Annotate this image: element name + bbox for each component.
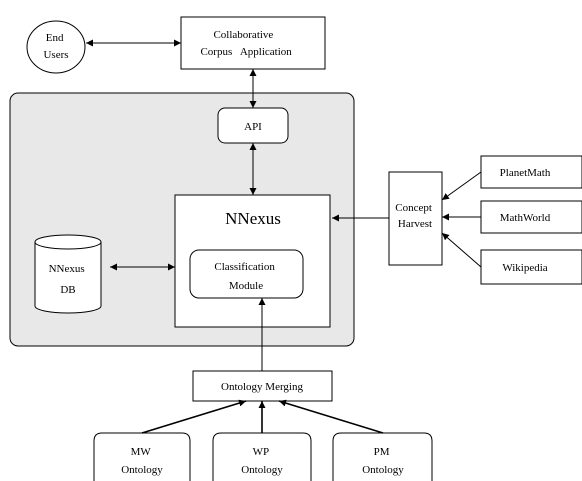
db-label-2: DB (60, 284, 75, 296)
wp-ontology-label-2: Ontology (241, 464, 283, 476)
svg-text:MW Ontology: MW Ontology (121, 446, 163, 476)
svg-text:NNexus DB: NNexus DB (49, 263, 88, 296)
classification-module-node: Classification Module (189, 249, 304, 299)
api-label: API (244, 121, 262, 133)
end-users-label-2: Users (43, 49, 68, 61)
collab-label-1: Collaborative (213, 29, 273, 41)
ontology-merging-label: Ontology Merging (221, 381, 303, 393)
svg-text:WP Ontology: WP Ontology (241, 446, 283, 476)
concept-label-2: Harvest (398, 218, 432, 230)
nnexus-label: NNexus (225, 209, 281, 228)
arrow-pm-merging (278, 399, 384, 434)
classification-label-2: Module (229, 280, 263, 292)
svg-text:PM Ontology: PM Ontology (362, 446, 404, 476)
collaborative-corpus-application-node: Collaborative Corpus Application (0, 0, 326, 70)
mathworld-node: MathWorld (480, 200, 582, 234)
svg-text:Concept Harvest: Concept Harvest (395, 202, 434, 230)
db-label-1: NNexus (49, 263, 85, 275)
pm-ontology-label-2: Ontology (362, 464, 404, 476)
arrow-planetmath-concept (441, 171, 482, 201)
pm-ontology-label-1: PM (374, 446, 390, 458)
svg-text:Collaborative Corpus A: Collaborative Corpus Application (0, 0, 306, 58)
end-users-node: End Users (26, 20, 86, 74)
pm-ontology-node: PM Ontology (332, 432, 433, 481)
mathworld-label: MathWorld (500, 212, 551, 224)
classification-label-1: Classification (214, 261, 275, 273)
mw-ontology-node: MW Ontology (93, 432, 191, 481)
mw-ontology-label-1: MW (131, 446, 152, 458)
wp-ontology-label-1: WP (253, 446, 269, 458)
end-users-label-1: End (46, 32, 64, 44)
concept-harvest-node: Concept Harvest (388, 171, 443, 266)
nnexus-db-node: NNexus DB (34, 234, 102, 314)
planetmath-label: PlanetMath (500, 167, 551, 179)
svg-text:Classification Module: Classification Module (214, 261, 277, 292)
wp-ontology-node: WP Ontology (212, 432, 312, 481)
arrow-wikipedia-concept (441, 232, 482, 268)
wikipedia-node: Wikipedia (480, 249, 582, 285)
concept-label-1: Concept (395, 202, 432, 214)
collab-label-2: Corpus Application (200, 46, 292, 58)
wikipedia-label: Wikipedia (502, 262, 547, 274)
ontology-merging-node: Ontology Merging (192, 370, 333, 402)
svg-text:End Users: End Users (43, 32, 68, 61)
mw-ontology-label-2: Ontology (121, 464, 163, 476)
planetmath-node: PlanetMath (480, 155, 582, 189)
api-node: API (217, 107, 289, 144)
arrow-mw-merging (141, 399, 247, 434)
